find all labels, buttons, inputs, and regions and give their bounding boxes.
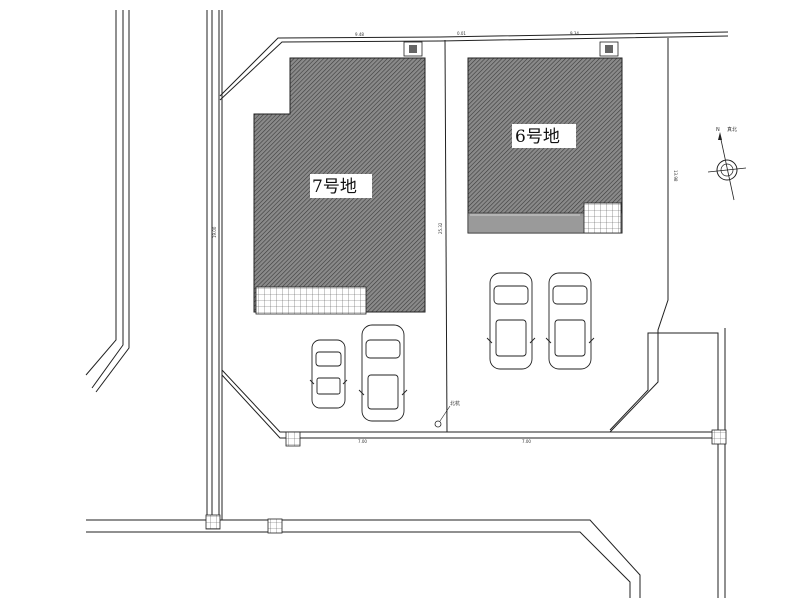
dim-top-mid: 0.01 [457, 31, 466, 36]
compass-icon: N 真北 [707, 126, 747, 201]
road-left [85, 10, 130, 393]
dim-right-side: 13.98 [673, 170, 678, 182]
car-large-lot7 [358, 324, 408, 422]
car-1-lot6 [486, 272, 536, 370]
lot-7-label: 7号地 [312, 177, 357, 197]
compass-sub: 真北 [727, 126, 737, 133]
lot-7-building: 7号地 [253, 41, 426, 315]
dim-bottom-left: 7.00 [358, 439, 367, 444]
compass-north: N [716, 127, 720, 133]
stake-label: 北杭 [450, 400, 460, 407]
lot-6-label: 6号地 [515, 127, 560, 147]
stake-marker: 北杭 [434, 400, 460, 428]
dim-left-side: 19.00 [212, 226, 217, 238]
road-right [609, 328, 726, 598]
manhole-icon [205, 429, 727, 534]
lot-6-building: 6号地 [467, 41, 623, 234]
road-bottom [86, 519, 641, 598]
car-small-lot7 [309, 339, 348, 409]
car-2-lot6 [545, 272, 595, 370]
dim-center-side: 25.32 [438, 222, 443, 234]
lot-7-label-bg [310, 174, 372, 198]
lot-6-label-bg [512, 124, 576, 148]
dim-top-left: 9.48 [355, 32, 364, 37]
dim-top-right: 9.34 [570, 31, 579, 36]
site-boundary [219, 31, 729, 439]
dim-bottom-right: 7.00 [522, 439, 531, 444]
road-vertical-center [206, 10, 223, 520]
